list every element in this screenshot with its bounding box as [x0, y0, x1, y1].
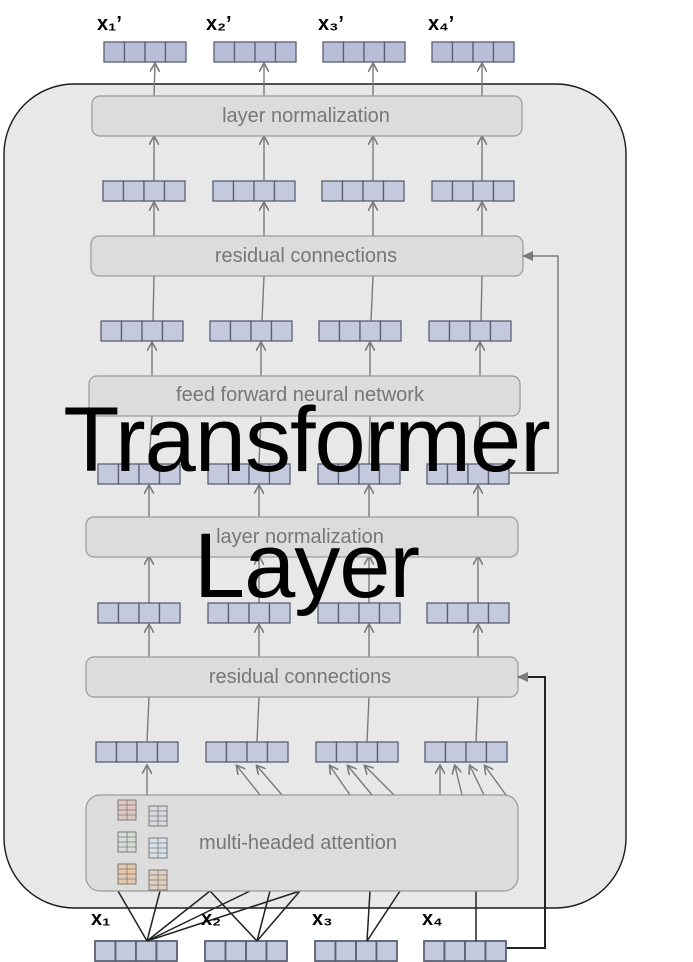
output-vector-3	[322, 41, 406, 63]
label-feed-forward: feed forward neural network	[176, 384, 425, 406]
res-out-vector-2	[207, 602, 291, 624]
line-residual-bottom-3	[366, 696, 370, 743]
line-ffn-1	[148, 415, 153, 465]
arrow-to-output-1	[154, 64, 155, 97]
output-vector-2	[213, 41, 297, 63]
attention-head-icon-2	[148, 805, 168, 827]
input-label-3: x₃	[312, 908, 332, 930]
ln-out-vector-2	[212, 180, 296, 202]
res-out-vector-4	[426, 602, 510, 624]
ffn-out-vector-4	[428, 320, 512, 342]
attn-fan-arrow-2-1	[237, 766, 261, 796]
attn-fan-arrow-4-4	[485, 766, 507, 796]
ln-out-vector-3	[321, 180, 405, 202]
overlay-title-line-1: Transformer	[63, 389, 551, 491]
attn-fan-arrow-4-3	[470, 766, 485, 796]
ln-mid-out-vector-1	[97, 463, 181, 485]
line-residual-bottom-1	[146, 696, 150, 743]
attn-fan-arrow-4-2	[455, 766, 463, 796]
attention-head-icon-1	[117, 799, 137, 821]
transformer-container	[3, 83, 627, 909]
attn-fan-arrow-3-3	[365, 766, 395, 796]
input-vector-3	[314, 940, 398, 962]
block-residual-connections-bottom: residual connections	[85, 656, 519, 698]
block-layer-normalization-mid: layer normalization	[85, 516, 519, 558]
input-label-2: x₂	[201, 908, 221, 930]
ffn-out-vector-3	[318, 320, 402, 342]
attn-input-line-1-4	[146, 890, 251, 942]
attn-input-line-3-2	[366, 890, 401, 942]
attn-out-vector-4	[424, 741, 508, 763]
block-layer-normalization-top: layer normalization	[91, 95, 523, 137]
block-residual-connections-top: residual connections	[90, 235, 524, 277]
ffn-out-vector-2	[209, 320, 293, 342]
block-multi-headed-attention: multi-headed attention	[85, 794, 519, 892]
label-residual-connections-bottom: residual connections	[209, 666, 391, 688]
attn-out-vector-3	[315, 741, 399, 763]
attn-fan-arrow-3-2	[348, 766, 373, 796]
line-residual-top-4	[480, 275, 483, 322]
line-residual-top-1	[152, 275, 155, 322]
residual-skip-top	[510, 251, 559, 474]
ln-mid-out-vector-4	[426, 463, 510, 485]
connections	[146, 64, 507, 796]
attn-fan-arrow-2-2	[257, 766, 283, 796]
attn-out-vector-2	[205, 741, 289, 763]
label-multi-headed-attention: multi-headed attention	[199, 832, 397, 854]
ln-out-vector-4	[431, 180, 515, 202]
label-layer-normalization-top: layer normalization	[222, 105, 390, 127]
ln-mid-out-vector-3	[317, 463, 401, 485]
output-vector-4	[431, 41, 515, 63]
res-out-vector-1	[97, 602, 181, 624]
line-residual-bottom-2	[256, 696, 260, 743]
attn-input-line-1-5	[146, 890, 301, 942]
output-label-4: x₄’	[428, 13, 454, 35]
label-layer-normalization-mid: layer normalization	[216, 526, 384, 548]
ln-mid-out-vector-2	[207, 463, 291, 485]
attn-fan-arrow-3-1	[330, 766, 351, 796]
attention-input-lines	[117, 890, 477, 942]
attention-head-icon-6	[148, 869, 168, 891]
line-residual-top-3	[370, 275, 374, 322]
input-vector-1	[94, 940, 178, 962]
line-ffn-2	[258, 415, 262, 465]
line-residual-bottom-4	[475, 696, 479, 743]
line-ffn-3	[368, 415, 371, 465]
attn-input-line-1-3	[146, 890, 211, 942]
label-residual-connections-top: residual connections	[215, 245, 397, 267]
attention-head-icon-5	[117, 863, 137, 885]
line-ffn-4	[477, 415, 481, 465]
input-vector-2	[204, 940, 288, 962]
attention-head-icons	[117, 799, 168, 891]
output-label-2: x₂’	[206, 13, 232, 35]
line-residual-top-2	[261, 275, 265, 322]
attn-out-vector-1	[95, 741, 179, 763]
input-label-1: x₁	[91, 908, 110, 930]
residual-skip-bottom	[507, 672, 546, 949]
attn-input-line-2-3	[256, 890, 301, 942]
attn-input-line-3-1	[366, 890, 371, 942]
ln-out-vector-1	[102, 180, 186, 202]
output-vector-1	[103, 41, 187, 63]
attn-input-line-1-1	[117, 890, 148, 942]
input-vector-4	[423, 940, 507, 962]
attn-input-line-2-2	[256, 890, 271, 942]
vectors	[94, 41, 515, 962]
attn-input-line-1-2	[146, 890, 161, 942]
block-feed-forward: feed forward neural network	[88, 375, 521, 417]
input-label-4: x₄	[422, 908, 443, 930]
overlay-title-line-2: Layer	[193, 515, 420, 617]
output-label-1: x₁’	[97, 13, 122, 35]
attention-head-icon-3	[117, 831, 137, 853]
res-out-vector-3	[317, 602, 401, 624]
ffn-out-vector-1	[100, 320, 184, 342]
attention-head-icon-4	[148, 837, 168, 859]
output-label-3: x₃’	[318, 13, 344, 35]
attn-input-line-2-1	[209, 890, 258, 942]
